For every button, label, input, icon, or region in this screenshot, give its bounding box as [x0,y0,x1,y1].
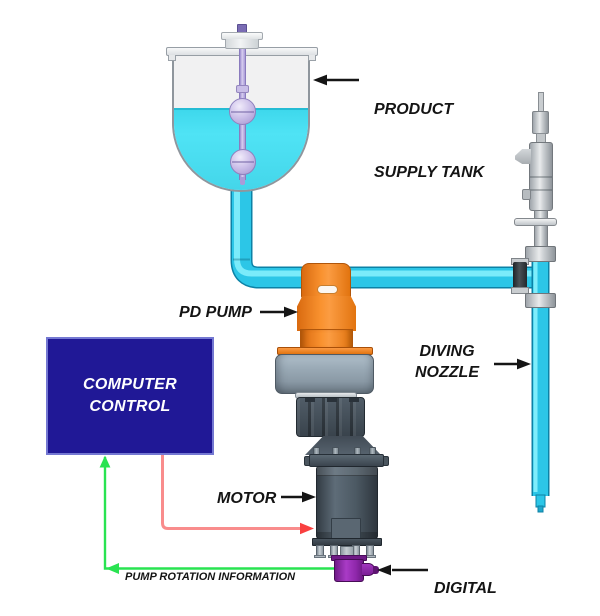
pump-label-arrow [260,306,298,318]
motor-bell-cone [305,436,381,455]
red-arrowhead [300,522,314,535]
pd-pump-slot [317,285,338,294]
computer-control-label-line1: COMPUTER [83,376,177,393]
green-arrowhead-left [106,563,119,574]
encoder-label-arrow [377,564,428,576]
tank-cap-skirt [225,39,259,49]
computer-control-label-line2: CONTROL [89,398,171,415]
drive-coupling [296,397,365,437]
motor-foot-base [314,555,326,558]
pd-pump-lower-cylinder [300,329,353,349]
float-ball-upper [229,98,256,125]
diving-nozzle-label: DIVING NOZZLE [415,343,479,381]
tank-lid-tab-left [168,55,176,61]
pd-pump-label: PD PUMP [179,304,252,321]
nozzle-upper-cylinder [532,111,549,134]
motor-junction-panel [331,518,361,539]
pipe-clamp-bottom-cap [511,287,529,294]
green-arrowhead-up [99,455,111,468]
pipe-clamp [513,262,527,291]
tank-label-arrow [313,74,359,86]
rotation-encoder-body [334,559,364,582]
motor-label: MOTOR [217,490,277,507]
float-rod-collar [236,85,249,93]
nozzle-main-body [529,142,553,211]
pump-rotation-info-label: PUMP ROTATION INFORMATION [125,571,296,583]
nozzle-side-hook [515,149,531,164]
pump-mount-cylinder [275,354,374,394]
motor-label-arrow [281,491,316,503]
nozzle-tip [535,494,546,508]
green-signal-line [99,455,334,574]
float-ball-lower [230,149,256,175]
nozzle-pipe-nut [525,293,556,308]
computer-control-box: COMPUTER CONTROL [46,337,214,455]
digital-rotation-encoder-label: DIGITAL ROTATION ENCODER [434,580,497,597]
pd-pump-body [297,296,356,331]
tank-lid-tab-right [308,55,316,61]
nozzle-hex-coupling [525,246,556,262]
float-rod-tip [240,177,245,185]
nozzle-lower-neck [534,210,548,248]
nozzle-side-knob [522,189,531,200]
nozzle-crossbar [514,218,557,226]
encoder-nose-tip [373,566,379,574]
nozzle-label-arrow [494,358,531,370]
nozzle-top-rod [538,92,544,113]
product-supply-tank-label: PRODUCT SUPPLY TANK [374,101,485,181]
